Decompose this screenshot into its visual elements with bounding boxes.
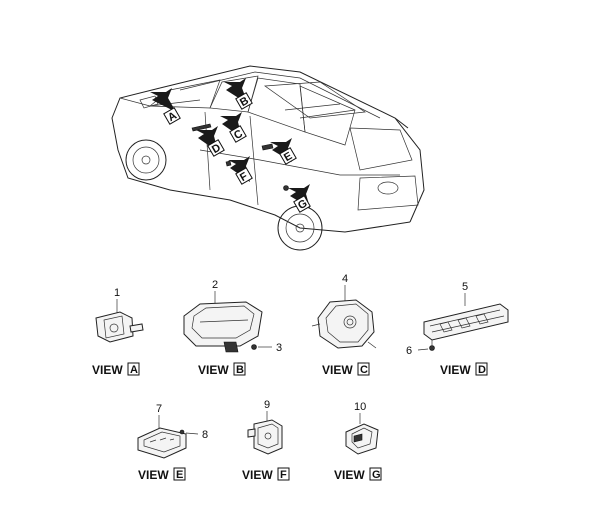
callout-arrow-a — [150, 88, 176, 112]
view-box-d — [475, 362, 488, 376]
view-letter-g: G — [372, 469, 381, 481]
sensor-mark-g — [283, 185, 289, 191]
part-5-drawing — [423, 303, 509, 341]
view-label-g: VIEW — [334, 468, 365, 482]
part-2-drawing — [183, 301, 263, 347]
part-3-bolt — [251, 344, 257, 350]
part-number-6: 6 — [406, 345, 412, 357]
component-7-view-e: 7 8 VIEW E — [137, 403, 208, 482]
part-number-7: 7 — [156, 403, 162, 415]
part-7-drawing — [137, 427, 187, 459]
view-label-d: VIEW — [440, 363, 471, 377]
callout-box-g — [293, 195, 311, 213]
part-number-3: 3 — [276, 342, 282, 354]
callout-box-c — [229, 125, 247, 143]
component-1-view-a: 1 VIEW A — [92, 287, 144, 377]
callout-box-e — [279, 147, 297, 165]
part-number-9: 9 — [264, 399, 270, 411]
control-module-mark — [261, 143, 274, 151]
component-5-view-d: 5 6 VIEW D — [406, 281, 509, 377]
view-letter-a: A — [130, 364, 138, 376]
component-9-view-f: 9 VIEW F — [242, 399, 290, 482]
part-number-1: 1 — [114, 287, 120, 299]
side-airbag-module-mark — [191, 123, 212, 132]
view-label-f: VIEW — [242, 468, 273, 482]
component-2-view-b: 2 3 VIEW B — [183, 279, 282, 377]
view-box-e — [173, 467, 186, 481]
view-box-g — [369, 467, 382, 481]
component-4-view-c: 4 VIEW C — [311, 273, 377, 377]
callout-box-d — [207, 139, 225, 157]
callout-box-a — [163, 107, 181, 125]
view-letter-d: D — [478, 364, 486, 376]
callout-arrows: A B C D E F G — [150, 78, 311, 213]
view-label-b: VIEW — [198, 363, 229, 377]
part-number-5: 5 — [462, 281, 468, 293]
view-letter-f: F — [280, 469, 287, 481]
part-number-10: 10 — [354, 401, 366, 413]
view-letter-c: C — [360, 364, 368, 376]
view-label-e: VIEW — [138, 468, 169, 482]
part-1-drawing — [95, 311, 134, 343]
vehicle-illustration — [111, 65, 425, 251]
callout-box-f — [235, 167, 253, 185]
view-label-c: VIEW — [322, 363, 353, 377]
sensor-mark-f — [225, 160, 232, 167]
view-letter-e: E — [176, 469, 183, 481]
view-label-a: VIEW — [92, 363, 123, 377]
view-letter-b: B — [236, 364, 244, 376]
part-8-bolt — [179, 429, 185, 435]
callout-box-b — [235, 92, 253, 110]
part-6-clip — [429, 345, 435, 351]
view-box-b — [233, 362, 246, 376]
view-box-c — [357, 362, 370, 376]
part-4-drawing — [317, 299, 375, 349]
view-box-f — [277, 467, 290, 481]
component-10-view-g: 10 VIEW G — [334, 401, 382, 482]
part-number-8: 8 — [202, 429, 208, 441]
part-number-2: 2 — [212, 279, 218, 291]
part-number-4: 4 — [342, 273, 348, 285]
view-box-a — [127, 362, 140, 376]
